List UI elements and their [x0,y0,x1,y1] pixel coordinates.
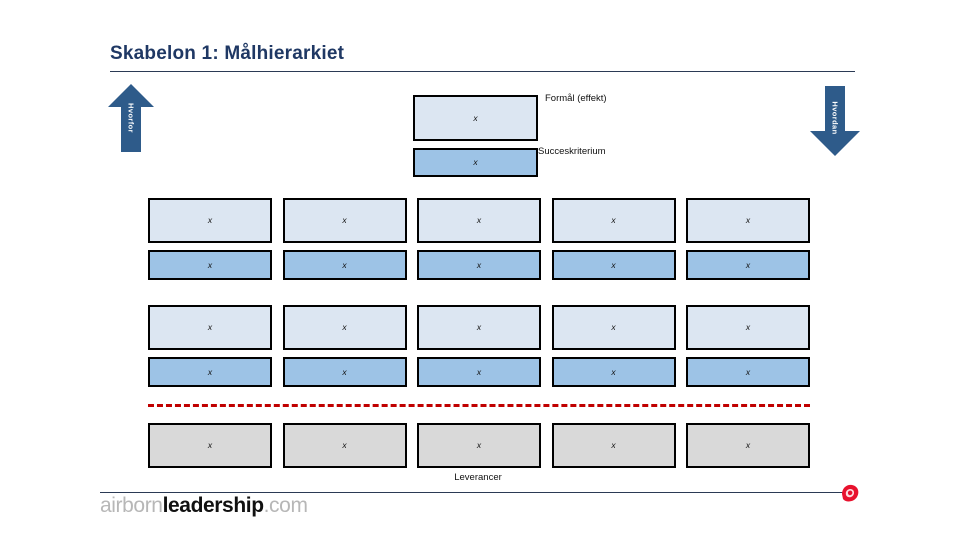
footer-divider [100,492,857,493]
box-cell-value: x [611,215,616,226]
box-cell-value: x [207,366,213,377]
box-cell-value: x [342,366,347,377]
grid-box[interactable]: x [148,198,272,243]
grid-box[interactable]: x [417,250,541,280]
grid-box[interactable]: x [551,423,676,468]
footer-wordmark: airbornleadership.com [100,494,308,518]
label-leverancer: Leverancer [454,472,502,483]
grid-box[interactable]: x [686,305,810,350]
box-cell-value: x [745,259,751,270]
box-cell-value: x [473,157,478,168]
grid-box[interactable]: x [282,305,407,350]
box-cell-value: x [207,215,213,226]
arrow-up-hvorfor: Hvorfor [108,84,154,152]
arrow-down-label: Hvordan [830,101,840,135]
box-cell-value: x [342,259,347,270]
box-cell-value: x [476,440,482,451]
grid-box[interactable]: x [551,305,676,350]
grid-box[interactable]: x [686,357,810,387]
box-cell-value: x [342,322,347,333]
arrow-up-label: Hvorfor [126,103,136,133]
wordmark-leadership: leadership [162,494,264,517]
page-title: Skabelon 1: Målhierarkiet [110,43,345,64]
grid-box[interactable]: x [686,423,810,468]
title-divider [110,71,855,72]
grid-box[interactable]: x [417,198,541,243]
box-cell-value: x [745,215,751,226]
box-cell-value: x [342,440,347,451]
box-cell-value: x [476,366,482,377]
grid-box[interactable]: x [282,357,407,387]
box-cell-value: x [207,322,213,333]
grid-box[interactable]: x [148,305,272,350]
box-cell-value: x [476,259,482,270]
red-dashed-divider [148,404,810,407]
grid-box[interactable]: x [551,198,676,243]
label-formal-effekt: Formål (effekt) [545,93,607,104]
box-cell-value: x [476,215,482,226]
box-cell-value: x [611,366,616,377]
brand-logo-icon [836,480,864,508]
grid-box[interactable]: x [148,423,272,468]
box-cell-value: x [473,112,478,123]
grid-box[interactable]: x [551,250,676,280]
box-cell-value: x [207,259,213,270]
box-cell-value: x [745,440,751,451]
grid-box[interactable]: x [417,357,541,387]
grid-box[interactable]: x [417,423,541,468]
grid-box[interactable]: x [148,250,272,280]
grid-box[interactable]: x [282,198,407,243]
label-succeskriterium: Succeskriterium [538,146,606,157]
grid-box[interactable]: x [148,357,272,387]
box-cell-value: x [207,440,213,451]
box-cell-value: x [476,322,482,333]
grid-box[interactable]: x [417,305,541,350]
box-cell-value: x [611,259,616,270]
wordmark-airborn: airborn [100,494,163,517]
grid-box[interactable]: x [551,357,676,387]
arrow-down-hvordan: Hvordan [810,86,860,156]
box-cell-value: x [342,215,347,226]
box-formal-effekt[interactable]: x [413,95,538,141]
box-succeskriterium[interactable]: x [413,148,538,177]
grid-box[interactable]: x [282,250,407,280]
grid-box[interactable]: x [686,250,810,280]
box-cell-value: x [745,322,751,333]
grid-box[interactable]: x [686,198,810,243]
box-cell-value: x [611,322,616,333]
wordmark-com: .com [263,494,308,517]
grid-box[interactable]: x [282,423,407,468]
box-cell-value: x [611,440,616,451]
box-cell-value: x [745,366,751,377]
